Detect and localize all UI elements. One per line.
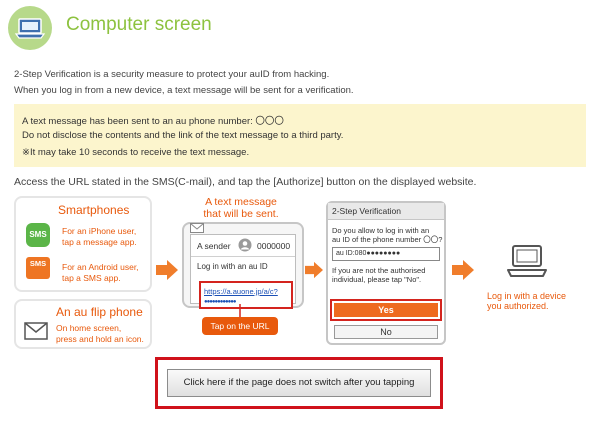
instruction-text: Access the URL stated in the SMS(C-mail)… [14,176,477,188]
result-text: Log in with a device you authorized. [487,291,566,311]
text-message-card: A sender 0000000 Log in with an au ID ht… [182,222,304,309]
intro-line-1: 2-Step Verification is a security measur… [14,69,330,80]
flip-phone-title: An au flip phone [56,305,143,319]
laptop-icon-badge [8,6,52,50]
notice-line-2: Do not disclose the contents and the lin… [22,130,344,141]
intro-line-2: When you log in from a new device, a tex… [14,85,354,96]
arrow-right-icon [156,260,178,280]
sms-app-icon: SMS [26,223,50,247]
iphone-line-2: tap a message app. [62,237,137,247]
android-line-2: tap a SMS app. [62,273,121,283]
notice-line-3: ※It may take 10 seconds to receive the t… [22,147,250,158]
message-url-link[interactable]: https://a.auone.jp/a/c? [204,287,278,296]
page-not-switching-button[interactable]: Click here if the page does not switch a… [167,369,431,397]
laptop-icon [14,18,46,39]
warning-line-1: If you are not the authorised [332,266,426,275]
yes-highlight: Yes [330,299,442,321]
text-message-title: A text message that will be sent. [186,196,296,220]
notice-box: A text message has been sent to an au ph… [14,104,586,167]
yes-button[interactable]: Yes [334,303,438,317]
page-title: Computer screen [66,14,212,35]
url-masked: ●●●●●●●●●●●● [204,299,236,305]
result-line-2: you authorized. [487,301,549,311]
no-button[interactable]: No [334,325,438,339]
result-line-1: Log in with a device [487,291,567,301]
laptop-icon [507,245,547,277]
envelope-icon [24,322,48,340]
text-message-title-line-1: A text message [205,196,277,208]
android-line-1: For an Android user, [62,262,139,272]
sender-label: A sender [197,241,231,251]
flip-line-1: On home screen, [56,323,122,333]
connector-line [239,304,241,318]
arrow-right-icon [452,260,474,280]
text-message-title-line-2: that will be sent. [203,208,279,220]
mail-icon [190,223,204,233]
verification-header: 2-Step Verification [328,203,444,220]
divider [191,256,295,257]
notice-line-1: A text message has been sent to an au ph… [22,116,284,127]
tap-url-label: Tap on the URL [202,317,278,335]
iphone-line-1: For an iPhone user, [62,226,137,236]
flip-phone-panel: An au flip phone On home screen, press a… [14,299,152,349]
au-id-field: au ID:080●●●●●●●● [332,247,440,261]
smartphones-panel: Smartphones SMS For an iPhone user, tap … [14,196,152,292]
message-body: A sender 0000000 Log in with an au ID ht… [190,234,296,309]
android-sms-icon: SMS [26,257,50,279]
login-text: Log in with an au ID [197,262,268,271]
cta-highlight-frame: Click here if the page does not switch a… [155,357,443,409]
smartphones-title: Smartphones [58,203,130,217]
flip-line-2: press and hold an icon. [56,334,144,344]
arrow-right-icon [305,261,323,279]
warning-line-2: individual, please tap "No". [332,275,422,284]
sender-number: 0000000 [257,241,291,251]
verification-title: 2-Step Verification [332,206,401,216]
question-line-1: Do you allow to log in with an [332,226,430,235]
avatar-icon [238,238,252,252]
verification-card: 2-Step Verification Do you allow to log … [326,201,446,345]
question-line-2: au ID of the phone number 〇〇? [332,235,443,244]
url-highlight[interactable]: https://a.auone.jp/a/c? ●●●●●●●●●●●● [199,281,293,309]
